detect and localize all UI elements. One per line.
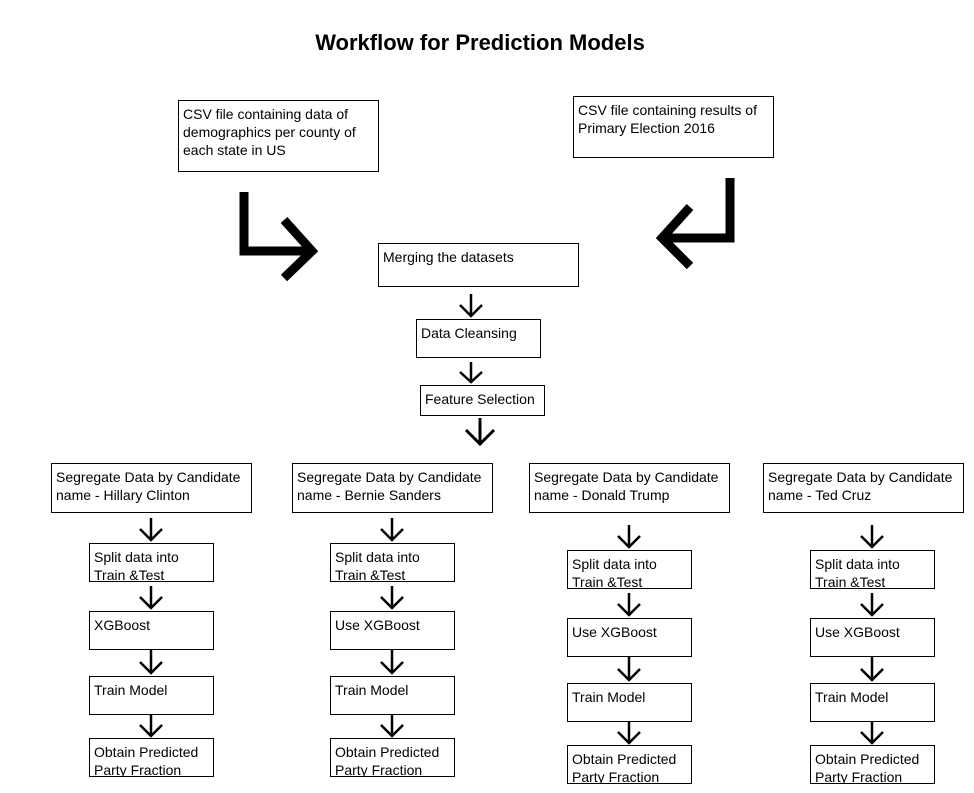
model-cruz-box: Use XGBoost xyxy=(810,618,935,657)
model-clinton-box: XGBoost xyxy=(89,611,214,650)
merge-right-arrow-icon xyxy=(655,178,735,270)
feature-to-branches-arrow-icon xyxy=(464,418,496,447)
split-trump-box: Split data into Train &Test xyxy=(567,550,692,589)
data-cleansing-box: Data Cleansing xyxy=(416,319,541,358)
segregate-clinton-box: Segregate Data by Candidate name - Hilla… xyxy=(51,463,252,513)
merge-to-cleansing-arrow-icon xyxy=(459,294,483,318)
trump-arrows xyxy=(617,525,641,745)
obtain-trump-box: Obtain Predicted Party Fraction xyxy=(567,745,692,784)
obtain-clinton-box: Obtain Predicted Party Fraction xyxy=(89,738,214,777)
merge-left-arrow-icon xyxy=(239,192,319,282)
feature-selection-box: Feature Selection xyxy=(420,385,545,416)
sanders-arrows xyxy=(380,518,404,738)
segregate-trump-box: Segregate Data by Candidate name - Donal… xyxy=(529,463,730,513)
obtain-sanders-box: Obtain Predicted Party Fraction xyxy=(330,738,455,777)
results-csv-box: CSV file containing results of Primary E… xyxy=(573,96,774,158)
split-sanders-box: Split data into Train &Test xyxy=(330,543,455,582)
diagram-title: Workflow for Prediction Models xyxy=(315,30,645,55)
cruz-arrows xyxy=(860,525,884,745)
split-cruz-box: Split data into Train &Test xyxy=(810,550,935,589)
segregate-cruz-box: Segregate Data by Candidate name - Ted C… xyxy=(763,463,964,513)
train-sanders-box: Train Model xyxy=(330,676,455,715)
demographics-csv-box: CSV file containing data of demographics… xyxy=(178,100,379,172)
train-trump-box: Train Model xyxy=(567,683,692,722)
train-cruz-box: Train Model xyxy=(810,683,935,722)
train-clinton-box: Train Model xyxy=(89,676,214,715)
obtain-cruz-box: Obtain Predicted Party Fraction xyxy=(810,745,935,784)
split-clinton-box: Split data into Train &Test xyxy=(89,543,214,582)
cleansing-to-feature-arrow-icon xyxy=(459,362,483,384)
model-trump-box: Use XGBoost xyxy=(567,618,692,657)
segregate-sanders-box: Segregate Data by Candidate name - Berni… xyxy=(292,463,493,513)
clinton-arrows xyxy=(139,518,163,738)
model-sanders-box: Use XGBoost xyxy=(330,611,455,650)
merge-box: Merging the datasets xyxy=(378,243,579,287)
